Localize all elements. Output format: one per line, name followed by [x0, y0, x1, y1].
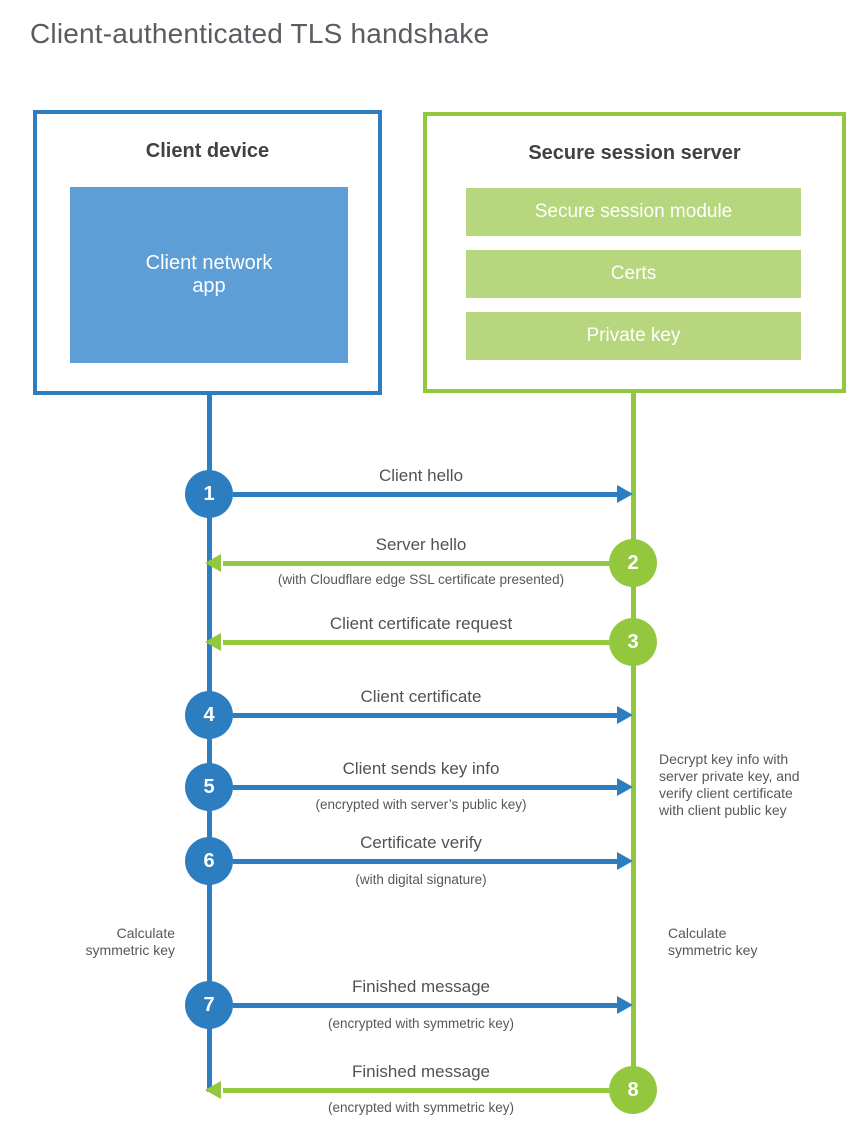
client-network-app-box: Client network app: [70, 187, 348, 363]
step-5-arrowhead-icon: [617, 778, 633, 796]
step-2-arrow-shaft: [223, 561, 609, 566]
step-6-arrow-shaft: [233, 859, 617, 864]
step-1-label: Client hello: [378, 466, 464, 485]
step-6-circle: 6: [185, 837, 233, 885]
step-3-arrow-shaft: [223, 640, 609, 645]
step-4-arrow-shaft: [233, 713, 617, 718]
step-5-label: Client sends key info: [342, 759, 500, 778]
step-6-sublabel: (with digital signature): [355, 872, 487, 887]
step-3-arrowhead-icon: [205, 633, 221, 651]
calculate-symmetric-key-client-note: Calculate symmetric key: [85, 925, 175, 958]
step-6-label: Certificate verify: [360, 833, 482, 852]
decrypt-key-note: Decrypt key info with server private key…: [659, 751, 800, 818]
client-device-title: Client device: [145, 140, 270, 162]
step-5-arrow-shaft: [233, 785, 617, 790]
client-lifeline: [207, 393, 212, 1092]
server-lifeline: [631, 391, 636, 1071]
step-3-label: Client certificate request: [329, 614, 513, 633]
step-7-circle: 7: [185, 981, 233, 1029]
server-module-private-key: Private key: [466, 312, 801, 360]
step-3-circle: 3: [609, 618, 657, 666]
step-1-arrowhead-icon: [617, 485, 633, 503]
step-8-arrowhead-icon: [205, 1081, 221, 1099]
server-module-certs: Certs: [466, 250, 801, 298]
step-1-arrow-shaft: [233, 492, 617, 497]
step-5-circle: 5: [185, 763, 233, 811]
step-2-sublabel: (with Cloudflare edge SSL certificate pr…: [277, 572, 565, 587]
step-6-arrowhead-icon: [617, 852, 633, 870]
server-box: Secure session server Secure session mod…: [423, 112, 846, 393]
server-box-title: Secure session server: [528, 142, 741, 164]
step-4-circle: 4: [185, 691, 233, 739]
step-4-arrowhead-icon: [617, 706, 633, 724]
step-4-label: Client certificate: [360, 687, 482, 706]
step-8-sublabel: (encrypted with symmetric key): [327, 1100, 515, 1115]
step-2-arrowhead-icon: [205, 554, 221, 572]
step-1-circle: 1: [185, 470, 233, 518]
step-7-label: Finished message: [352, 977, 490, 996]
server-module-secure-session: Secure session module: [466, 188, 801, 236]
step-2-label: Server hello: [375, 535, 467, 554]
step-7-arrowhead-icon: [617, 996, 633, 1014]
step-7-arrow-shaft: [233, 1003, 617, 1008]
client-device-box: Client device Client network app: [33, 110, 382, 395]
step-7-sublabel: (encrypted with symmetric key): [327, 1016, 515, 1031]
step-5-sublabel: (encrypted with server’s public key): [315, 797, 527, 812]
step-8-arrow-shaft: [223, 1088, 609, 1093]
step-8-circle: 8: [609, 1066, 657, 1114]
step-8-label: Finished message: [352, 1062, 490, 1081]
step-2-circle: 2: [609, 539, 657, 587]
calculate-symmetric-key-server-note: Calculate symmetric key: [668, 925, 758, 958]
page-title: Client-authenticated TLS handshake: [30, 18, 490, 49]
